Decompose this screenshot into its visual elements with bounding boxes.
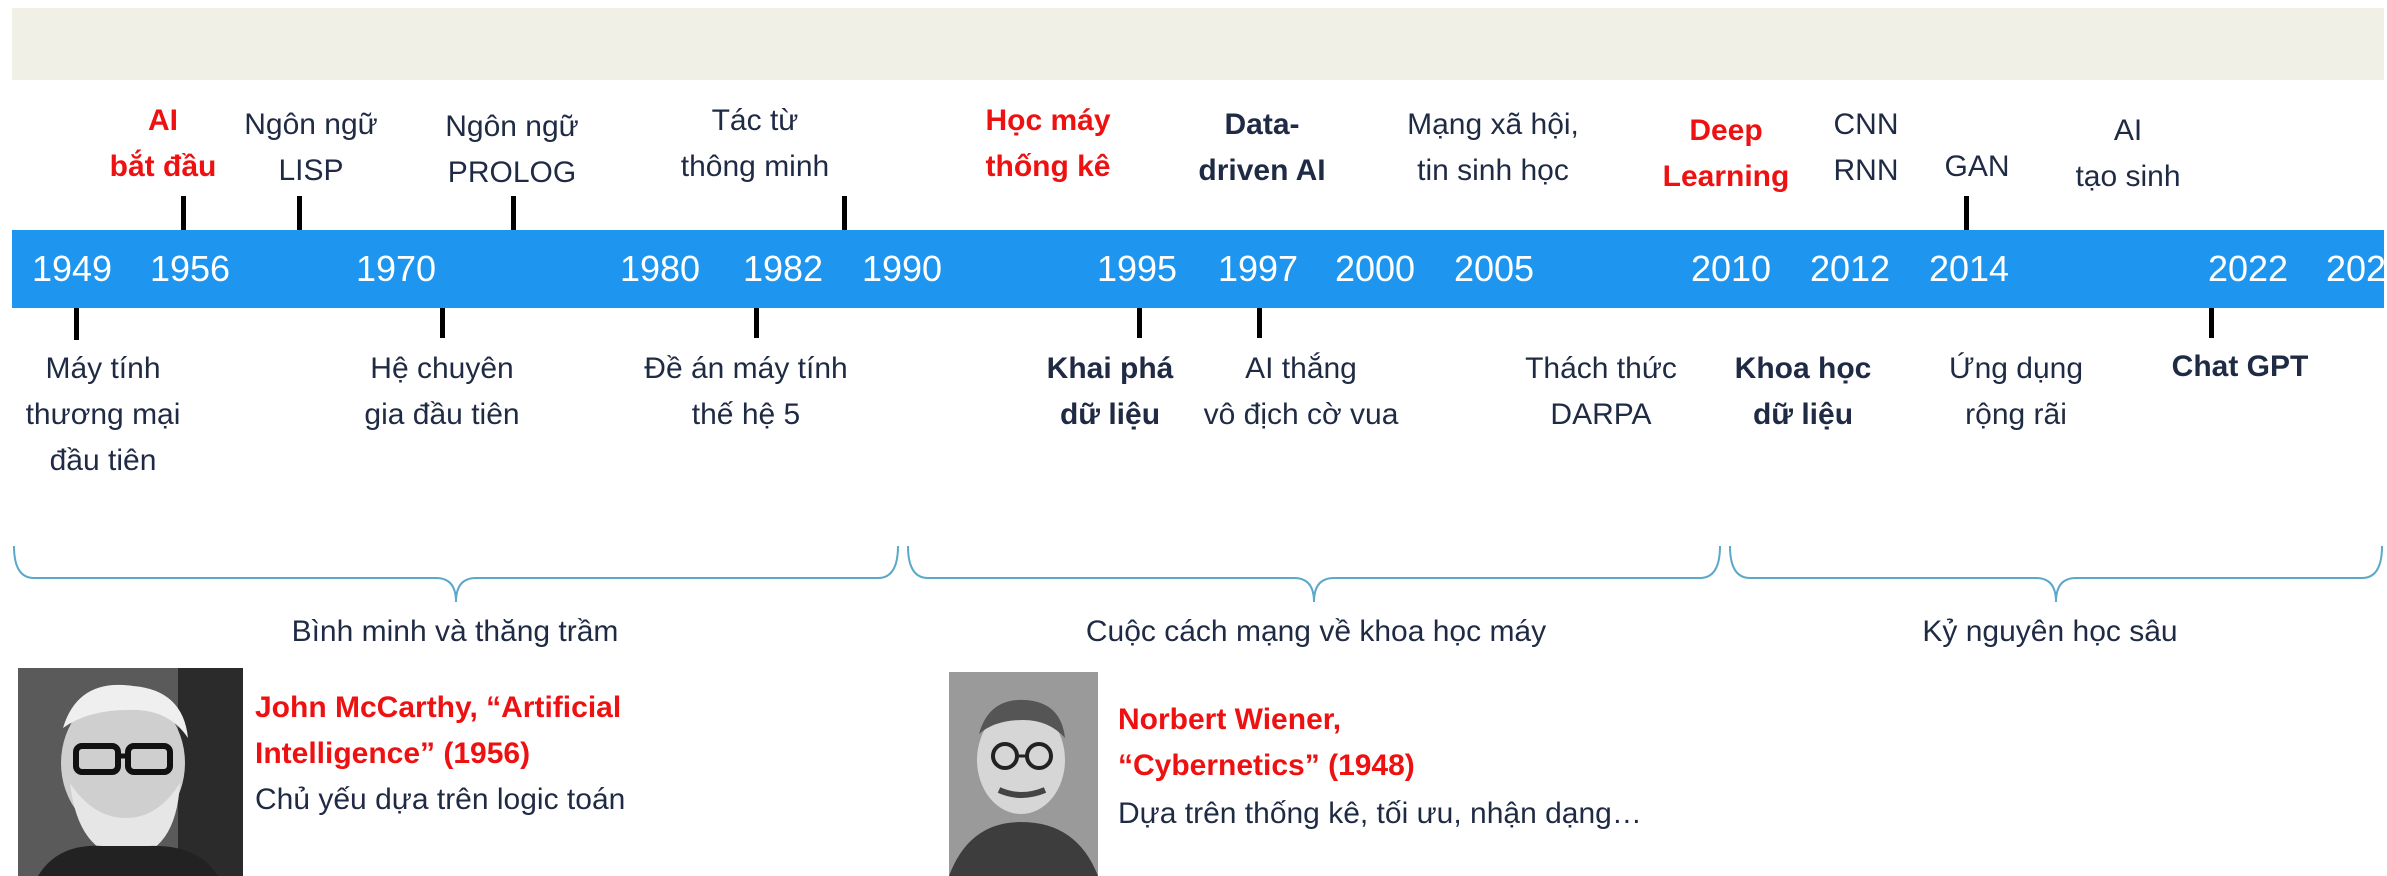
title-band	[12, 8, 2384, 80]
event-chat-gpt: Chat GPT	[2171, 350, 2309, 383]
event-tick	[1964, 196, 1969, 230]
year-label: 2012	[1809, 248, 1891, 289]
portrait-john-mccarthy	[18, 668, 243, 876]
era-brace-2	[907, 545, 1721, 603]
year-label: 2010	[1690, 248, 1772, 289]
era-brace-3	[1729, 545, 2383, 603]
year-label: 2005	[1453, 248, 1535, 289]
event-tick	[297, 196, 302, 230]
year-label: 2024	[2325, 248, 2387, 289]
event-tick	[754, 308, 759, 338]
person-desc-wiener: Dựa trên thống kê, tối ưu, nhận dạng…	[1118, 797, 1642, 830]
event-gan: GAN	[1944, 150, 2010, 183]
year-label: 1995	[1096, 248, 1178, 289]
portrait-norbert-wiener	[949, 672, 1098, 876]
event-tick	[842, 196, 847, 230]
event-data-driven-ai: Data-driven AI	[1198, 108, 1326, 187]
year-label: 1949	[31, 248, 113, 289]
year-label: 1990	[861, 248, 943, 289]
era-label-dawn: Bình minh và thăng trầm	[291, 615, 619, 648]
era-label-deep-learning: Kỷ nguyên học sâu	[1922, 615, 2178, 648]
timeline-bar	[12, 230, 2384, 308]
year-label: 1997	[1217, 248, 1299, 289]
year-label: 1970	[355, 248, 437, 289]
person-name-wiener: Norbert Wiener,“Cybernetics” (1948)	[1118, 703, 1415, 782]
era-label-ml-revolution: Cuộc cách mạng về khoa học máy	[1085, 615, 1547, 648]
event-tick	[181, 196, 186, 230]
year-label: 1982	[742, 248, 824, 289]
event-tick	[440, 308, 445, 338]
event-tick	[1257, 308, 1262, 338]
era-brace-1	[13, 545, 899, 603]
year-label: 1980	[619, 248, 701, 289]
event-tick	[74, 308, 79, 340]
year-label: 2022	[2207, 248, 2289, 289]
year-label: 2000	[1334, 248, 1416, 289]
era-braces	[13, 545, 2383, 603]
event-tick	[511, 196, 516, 230]
person-desc-mccarthy: Chủ yếu dựa trên logic toán	[255, 783, 626, 816]
event-tick	[2209, 308, 2214, 338]
event-tick	[1137, 308, 1142, 338]
year-label: 1956	[149, 248, 231, 289]
event-social-network: Mạng xã hội,tin sinh học	[1407, 108, 1579, 187]
year-label: 2014	[1928, 248, 2010, 289]
